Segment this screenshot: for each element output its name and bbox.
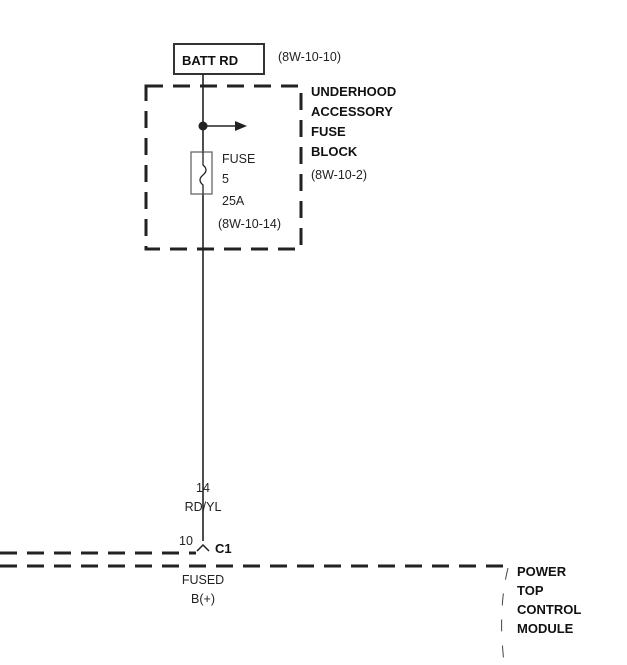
batt-rd-ref: (8W-10-10)	[278, 50, 341, 64]
fuse-ref: (8W-10-14)	[218, 217, 281, 231]
fuse-block-name-3: FUSE	[311, 124, 346, 139]
connector-pin: 10	[179, 534, 193, 548]
module-name-3: CONTROL	[517, 602, 581, 617]
module-boundary-side	[501, 567, 509, 665]
connector-pin-icon	[196, 543, 210, 552]
connector-name: C1	[215, 541, 232, 556]
batt-rd-box	[173, 43, 265, 75]
fuse-block-boundary	[144, 84, 303, 251]
module-name-2: TOP	[517, 583, 544, 598]
circuit-line-1: FUSED	[182, 573, 224, 587]
module-name-1: POWER	[517, 564, 567, 579]
fuse-label: FUSE	[222, 152, 255, 166]
fuse-rating: 25A	[222, 194, 245, 208]
module-name-4: MODULE	[517, 621, 574, 636]
batt-rd-label: BATT RD	[182, 53, 238, 68]
fuse-block-name-4: BLOCK	[311, 144, 358, 159]
fuse-number: 5	[222, 172, 229, 186]
wire-color: RD/YL	[185, 500, 222, 514]
wire-gauge: 14	[196, 481, 210, 495]
fuse-block-name-2: ACCESSORY	[311, 104, 393, 119]
fuse-symbol	[190, 151, 213, 195]
fuse-block-ref: (8W-10-2)	[311, 168, 367, 182]
fuse-block-name-1: UNDERHOOD	[311, 84, 396, 99]
circuit-line-2: B(+)	[191, 592, 215, 606]
arrow-icon	[235, 121, 247, 131]
fuse-element-icon	[199, 152, 207, 194]
